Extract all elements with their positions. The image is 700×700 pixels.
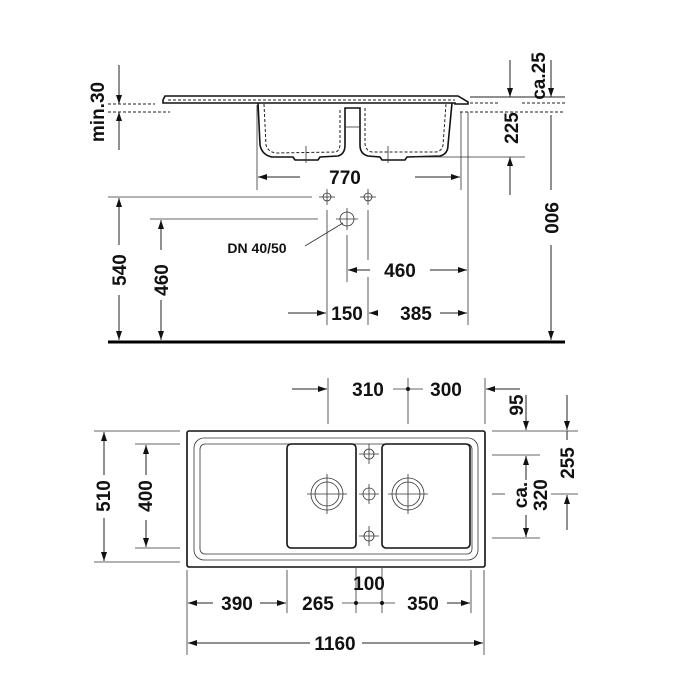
label-510: 510	[94, 480, 115, 512]
label-255: 255	[558, 447, 579, 479]
drain-bowl1-icon	[307, 474, 347, 514]
label-770: 770	[329, 168, 361, 189]
label-540: 540	[110, 254, 131, 286]
label-300: 300	[430, 380, 462, 401]
sink-plan-outline	[186, 430, 486, 568]
label-ca: ca.	[511, 482, 532, 508]
dimension-310-300: 310 300	[292, 378, 520, 424]
label-100: 100	[353, 574, 385, 595]
label-150: 150	[331, 304, 363, 325]
connection-points: DN 40/50	[227, 189, 376, 325]
dimension-460-horizontal: 460	[348, 261, 467, 282]
label-460-height: 460	[152, 264, 173, 296]
label-400: 400	[136, 480, 157, 512]
label-310: 310	[352, 380, 384, 401]
label-900: 900	[540, 202, 561, 234]
dimension-bottom-chain: 390 265 100 350 1160	[186, 568, 485, 655]
sink-profile	[162, 95, 469, 163]
label-1160: 1160	[314, 634, 355, 655]
dimension-heights-left: 540 460	[108, 196, 318, 340]
side-elevation-view: min.30 ca.25 225 770 90	[88, 52, 565, 344]
label-320: 320	[531, 479, 552, 511]
label-95: 95	[507, 394, 528, 416]
dimension-ca320: ca. 320	[492, 454, 552, 539]
label-390: 390	[221, 594, 253, 615]
dimension-770: 770	[256, 105, 462, 190]
label-drain-spec: DN 40/50	[227, 240, 286, 256]
label-225: 225	[502, 112, 523, 144]
tap-holes	[359, 444, 379, 546]
label-min30: min.30	[88, 82, 109, 142]
plan-view: 310 300 95 ca. 320	[94, 378, 579, 655]
label-385: 385	[400, 304, 432, 325]
dimension-min30: min.30	[88, 65, 170, 150]
label-ca25: ca.25	[529, 52, 550, 100]
label-460-horizontal: 460	[384, 261, 416, 282]
label-350: 350	[407, 594, 439, 615]
dimension-255: 255	[551, 431, 579, 530]
label-265: 265	[302, 594, 334, 615]
dimension-right-top: ca.25 225	[415, 52, 565, 195]
dimension-95: 95	[492, 394, 578, 432]
dimension-510-400: 510 400	[94, 430, 180, 563]
dimension-150-385: 150 385	[288, 304, 467, 325]
drain-bowl2-icon	[388, 474, 428, 514]
dimension-900: 900	[467, 112, 561, 340]
